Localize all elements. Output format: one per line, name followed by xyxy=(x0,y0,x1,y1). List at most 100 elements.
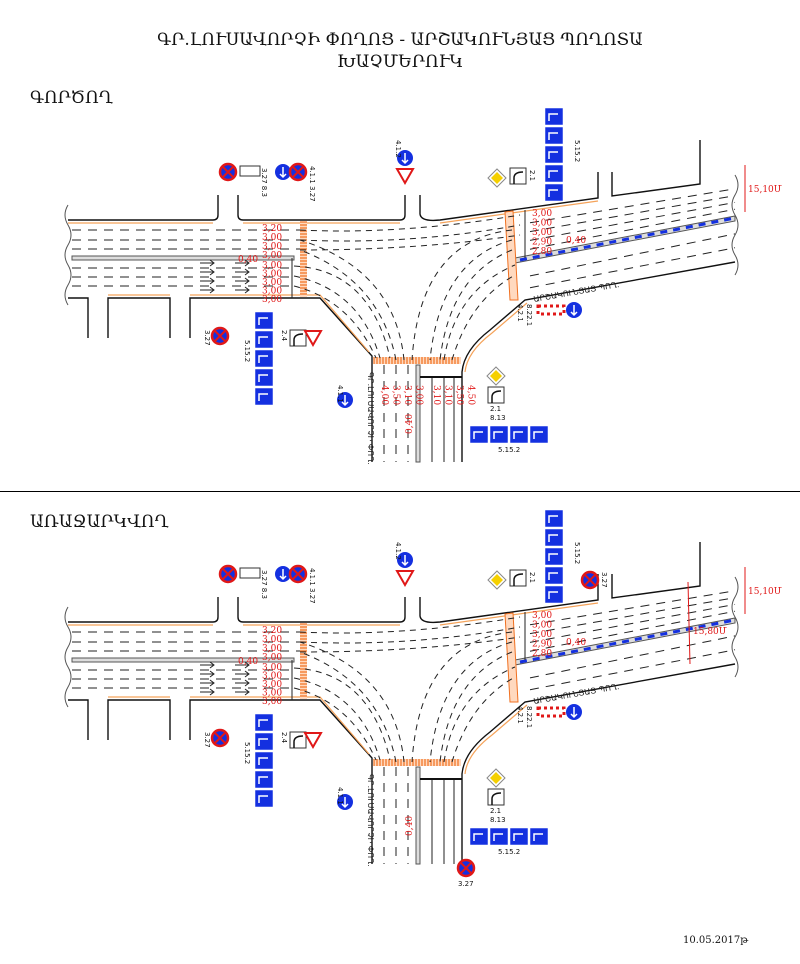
median-width-label: 0,40 xyxy=(405,816,415,836)
section-label-existing: ԳՈՐԾՈՂ xyxy=(30,88,113,108)
lane-direction-board-west-arrow xyxy=(258,336,268,344)
lane-direction-board-south-arrow xyxy=(473,833,483,841)
lane-arrow xyxy=(200,661,215,669)
lane-width-label: 3,00 xyxy=(532,630,552,640)
east-lane-line xyxy=(529,247,736,289)
lane-arrow xyxy=(200,688,215,696)
lane-width-label: 3,00 xyxy=(414,385,424,405)
lane-direction-board-east-arrow xyxy=(548,113,558,121)
sign-code-label: 3.27 8.3 xyxy=(260,168,268,197)
lane-direction-board-west-panel xyxy=(254,349,274,368)
lane-direction-board-east-arrow xyxy=(548,572,558,580)
west-median xyxy=(71,255,295,261)
east-lane-line xyxy=(529,603,736,643)
lane-width-label: 3,00 xyxy=(262,680,282,690)
lane-width-label: 3,10 xyxy=(402,385,412,405)
intersection-section-0: 3,203,003,003,000,403,003,003,003,003,00… xyxy=(64,107,783,465)
street-name-east: ԱՐՇԱԿՈՒՆՅԱՑ ՊՈՂ. xyxy=(533,280,620,304)
lane-width-label: 3,00 xyxy=(532,611,552,621)
keep-side-sign-arrow xyxy=(570,707,578,719)
lane-width-label: 3,00 xyxy=(262,242,282,252)
main-road-plate xyxy=(509,167,527,185)
north-curb-line xyxy=(68,200,599,224)
lane-width-label: 3,00 xyxy=(532,621,552,631)
sign-code-label: 3.27 xyxy=(203,330,211,346)
lane-arrow xyxy=(235,670,250,678)
date-label: 10.05.2017թ xyxy=(683,935,749,946)
lane-direction-board-east-panel xyxy=(544,547,564,566)
lane-direction-board-south-panel xyxy=(509,425,529,444)
give-way-sign-2 xyxy=(303,330,323,348)
east-break-line xyxy=(731,174,739,276)
lane-direction-board-west-arrow xyxy=(258,795,268,803)
lane-width-label: 3,20 xyxy=(262,626,282,636)
turn-left-sign-arrow xyxy=(401,153,409,165)
lane-width-label: 4,00 xyxy=(379,385,389,405)
lane-width-label: 3,00 xyxy=(262,653,282,663)
lane-direction-board-south-panel xyxy=(469,827,489,846)
south-crosswalk xyxy=(374,759,461,766)
lane-direction-board-west-panel xyxy=(254,770,274,789)
title-line-1: ԳՐ.ԼՈՒՍԱՎՈՐՉԻ ՓՈՂՈՑ - ԱՐՇԱԿՈՒՆՅԱՑ ՊՈՂՈՏԱ xyxy=(157,30,643,50)
junction-guide-curve xyxy=(299,249,397,361)
sign-code-label: 5.15.2 xyxy=(498,446,520,454)
give-way-sign-2 xyxy=(303,732,323,750)
lane-direction-board-south-arrow xyxy=(493,833,503,841)
junction-guide-curve xyxy=(293,285,377,359)
junction-guide-curve xyxy=(443,264,516,361)
median-width-label: 0,40 xyxy=(566,236,586,246)
lane-direction-board-east-arrow xyxy=(548,170,558,178)
north-road-edge xyxy=(68,140,701,222)
sign-code-label: 5.15.2 xyxy=(243,340,251,362)
median-width-label: 0,40 xyxy=(405,414,415,434)
no-stopping-sign-east-cross xyxy=(584,574,596,586)
lane-direction-board-south-panel xyxy=(489,827,509,846)
junction-guide-curve xyxy=(429,239,513,361)
sign-code-label: 4.1.2 xyxy=(394,140,402,158)
sign-code-label: 4.1.1 3.27 xyxy=(308,568,316,604)
intersection-section-1: 3,203,003,003,000,403,003,003,003,003,00… xyxy=(64,509,783,888)
lane-direction-board-east-arrow xyxy=(548,132,558,140)
lane-width-label: 2,90 xyxy=(532,640,552,650)
lane-width-label: 3,00 xyxy=(262,644,282,654)
sign-code-label: 2.4 xyxy=(280,732,288,744)
lane-direction-board-south-panel xyxy=(489,425,509,444)
lane-direction-board-south-arrow xyxy=(513,833,523,841)
lane-direction-board-east-panel xyxy=(544,528,564,547)
no-stopping-sign-3-cross xyxy=(214,732,226,744)
lane-arrow xyxy=(235,259,250,267)
south-crosswalk xyxy=(374,357,461,364)
east-lane-line xyxy=(529,635,736,679)
lane-arrow xyxy=(200,679,215,687)
title-line-2: ԽԱՉՄԵՐՈՒԿ xyxy=(336,52,464,72)
sign-code-label: 4.2.1 xyxy=(516,304,524,322)
main-road-plate xyxy=(509,569,527,587)
main-road-plate-south xyxy=(487,788,505,806)
lane-width-label: 3,00 xyxy=(532,228,552,238)
east-lane-line xyxy=(529,201,736,241)
lane-arrow xyxy=(235,277,250,285)
lane-width-label: 3,00 xyxy=(262,295,282,305)
south-west-curb-line xyxy=(108,696,370,755)
sign-code-label: 4.1.1 xyxy=(336,787,344,805)
west-crosswalk xyxy=(300,624,307,699)
north-curb-line xyxy=(68,602,599,626)
lane-direction-board-east-panel xyxy=(544,164,564,183)
street-name-south: ԳՐ.ԼՈՒՍԱՎՈՐՉԻ ՓՈՂ. xyxy=(366,372,375,465)
lane-direction-board-west-arrow xyxy=(258,317,268,325)
east-lane-line xyxy=(529,188,736,224)
lane-arrow xyxy=(235,688,250,696)
lane-width-label: 3,20 xyxy=(262,224,282,234)
road-width-label: 15,10Մ xyxy=(748,185,783,195)
lane-width-label: 3,00 xyxy=(262,261,282,271)
lane-direction-board-east-panel xyxy=(544,107,564,126)
sign-code-label: 5.15.2 xyxy=(573,542,581,564)
lane-direction-board-east-panel xyxy=(544,585,564,604)
junction-guide-curve xyxy=(299,636,521,653)
lane-direction-board-west-panel xyxy=(254,311,274,330)
east-blue-separator xyxy=(519,618,736,664)
lane-width-label: 3,00 xyxy=(262,697,282,707)
junction-guide-curve xyxy=(443,666,516,763)
mandatory-direction-sign-south-arrow xyxy=(341,395,349,407)
